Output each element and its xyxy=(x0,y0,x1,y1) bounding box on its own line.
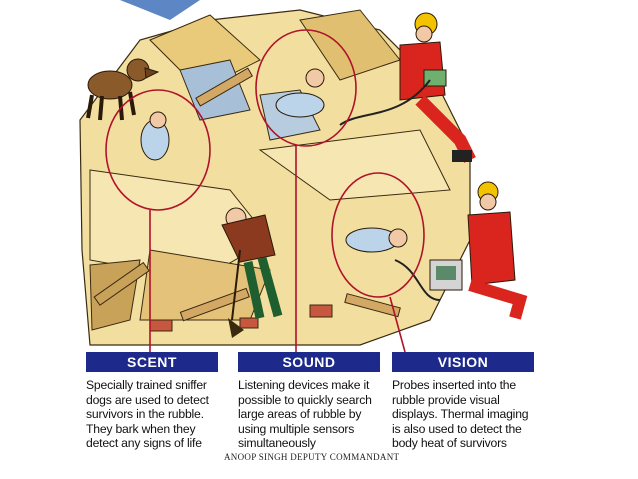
caption-sound: SOUND Listening devices make it possible… xyxy=(238,352,380,451)
caption-scent-text: Specially trained sniffer dogs are used … xyxy=(86,378,209,450)
vision-rescuer xyxy=(429,181,528,320)
probe-cable xyxy=(394,259,441,301)
sniffer-dog xyxy=(86,58,160,121)
survivor-left xyxy=(140,111,170,161)
footer-credit: ANOOP SINGH DEPUTY COMMANDANT xyxy=(224,452,400,462)
caption-vision: VISION Probes inserted into the rubble p… xyxy=(392,352,534,451)
digging-rescuer xyxy=(221,207,283,338)
survivor-top xyxy=(275,68,325,118)
detection-circles xyxy=(105,29,425,353)
caption-sound-text: Listening devices make it possible to qu… xyxy=(238,378,372,450)
caption-vision-text: Probes inserted into the rubble provide … xyxy=(392,378,529,450)
caption-sound-heading: SOUND xyxy=(238,352,380,372)
caption-scent: SCENT Specially trained sniffer dogs are… xyxy=(86,352,218,451)
listening-rescuer xyxy=(399,12,476,163)
caption-scent-heading: SCENT xyxy=(86,352,218,372)
survivor-right xyxy=(345,227,408,253)
caption-vision-heading: VISION xyxy=(392,352,534,372)
